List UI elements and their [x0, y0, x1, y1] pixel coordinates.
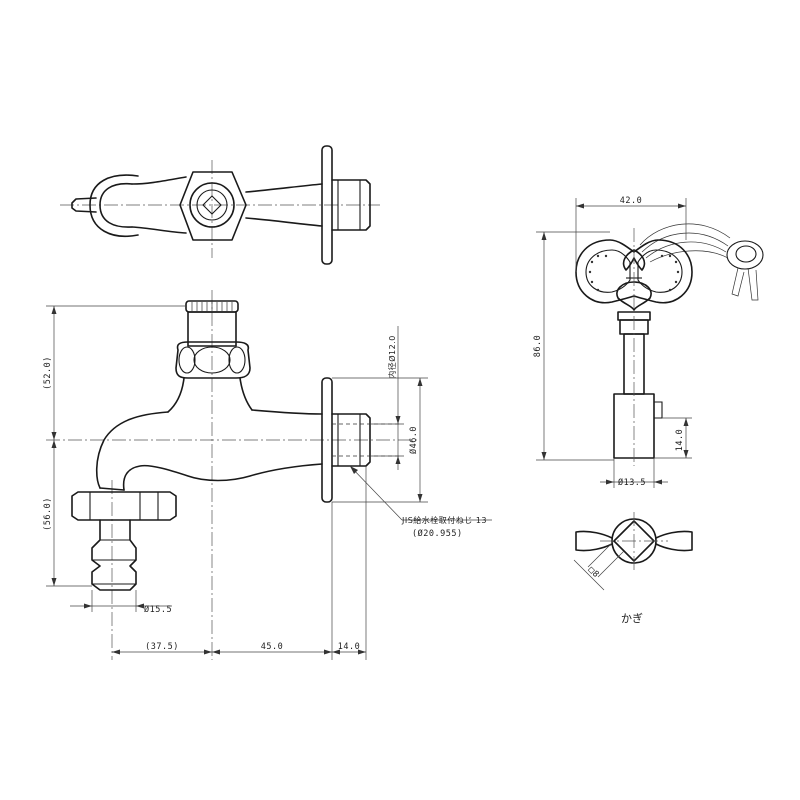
dim-key-square: □8: [586, 565, 601, 580]
key-front-view: [575, 223, 764, 466]
dim-lower-height: (56.0): [43, 497, 53, 531]
dim-key-length: 86.0: [533, 335, 543, 357]
dim-upper-height: (52.0): [43, 356, 53, 390]
key-dimensions: 42.0 86.0 14.0 Ø13.5: [533, 196, 692, 488]
dim-key-width: 42.0: [620, 196, 642, 206]
dim-spout-reach: (37.5): [145, 642, 179, 652]
dim-inner-diameter: 内径Ø12.0: [387, 335, 397, 379]
dim-key-socket-depth: 14.0: [675, 429, 685, 451]
dim-hose-diameter: Ø15.5: [144, 604, 172, 615]
key-caption: かぎ: [621, 611, 643, 625]
dim-key-shaft-diameter: Ø13.5: [618, 477, 646, 488]
callout-thread-diameter: (Ø20.955): [412, 528, 463, 539]
dim-body-length: 45.0: [261, 642, 283, 652]
faucet-top-view: [60, 145, 380, 265]
faucet-front-view: [46, 290, 420, 660]
key-end-view: □8: [573, 512, 693, 591]
callout-thread-spec: JIS給水栓取付ねじ 13: [401, 515, 487, 525]
front-dimensions: (52.0) (56.0) 内径Ø12.0 Ø46.0 JIS給水栓取付ねじ 1…: [43, 305, 492, 660]
dim-thread-length: 14.0: [338, 642, 360, 652]
dim-flange-diameter: Ø46.0: [408, 426, 419, 454]
